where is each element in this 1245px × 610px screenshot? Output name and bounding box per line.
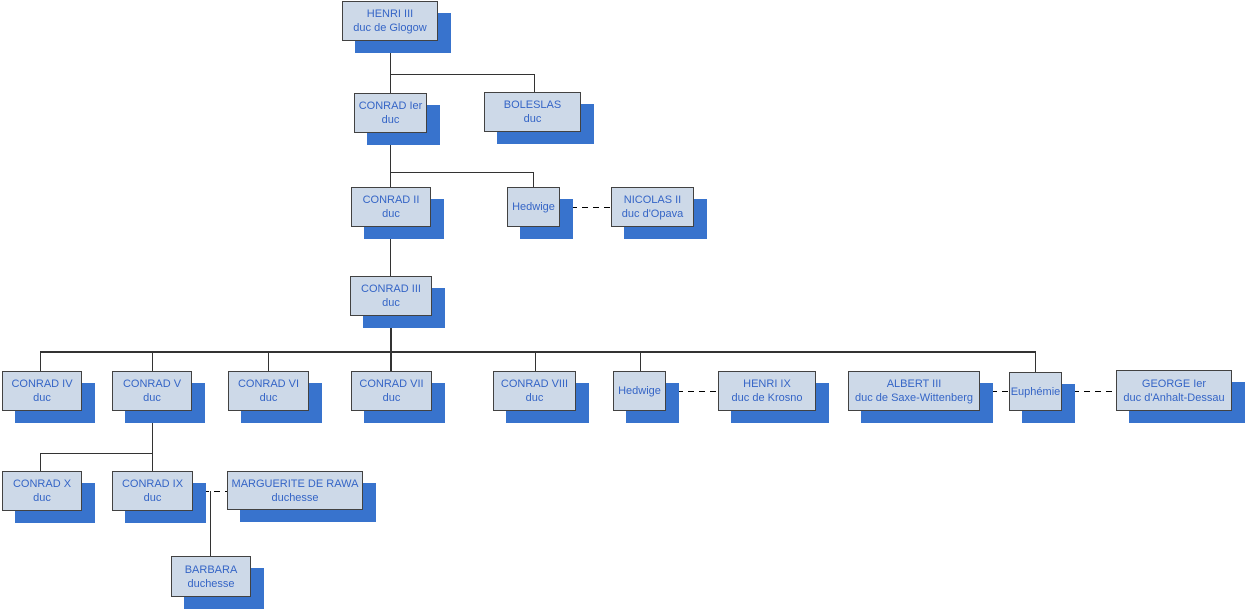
person-name: CONRAD III [361, 283, 421, 295]
person-name: ALBERT III [886, 378, 942, 390]
connector-line [390, 133, 391, 187]
node-conrad-iv[interactable]: CONRAD IV duc [2, 371, 82, 411]
connector-line [390, 41, 391, 93]
person-name: CONRAD VI [237, 378, 300, 390]
connector-line [40, 453, 153, 454]
connector-line [210, 491, 211, 556]
node-barbara[interactable]: BARBARA duchesse [171, 556, 251, 597]
person-name: CONRAD II [362, 194, 420, 206]
connector-line [40, 453, 41, 471]
person-title: duc de Saxe-Wittenberg [854, 392, 973, 404]
marriage-line [666, 391, 718, 392]
person-name: CONRAD V [122, 378, 182, 390]
connector-line [390, 227, 391, 276]
person-title: duc d'Anhalt-Dessau [1123, 391, 1225, 404]
node-hedwige-1[interactable]: Hedwige [507, 187, 560, 227]
person-title: duc [143, 392, 161, 404]
person-name: CONRAD IV [11, 378, 73, 390]
node-henri-ix[interactable]: HENRI IX duc de Krosno [718, 371, 816, 411]
person-title: duc de Krosno [731, 392, 803, 404]
person-title: duc [381, 114, 400, 126]
person-title: duc de Glogow [353, 22, 427, 34]
node-conrad-ier[interactable]: CONRAD Ier duc [354, 93, 427, 133]
connector-line [268, 353, 269, 371]
node-nicolas-ii[interactable]: NICOLAS II duc d'Opava [611, 187, 694, 227]
person-name: CONRAD VII [359, 378, 424, 390]
person-name: GEORGE Ier [1141, 377, 1207, 390]
node-conrad-vii[interactable]: CONRAD VII duc [351, 371, 432, 411]
connector-line [390, 316, 392, 372]
node-conrad-x[interactable]: CONRAD X duc [2, 471, 82, 511]
connector-line [1035, 353, 1036, 372]
person-title: duc [382, 297, 400, 309]
person-title: duc [259, 392, 278, 404]
connector-line [152, 453, 153, 471]
node-hedwige-2[interactable]: Hedwige [613, 371, 666, 411]
connector-line [390, 74, 535, 75]
person-title: duc [33, 392, 51, 404]
node-conrad-viii[interactable]: CONRAD VIII duc [493, 371, 576, 411]
person-title: duc [523, 113, 542, 125]
node-conrad-iii[interactable]: CONRAD III duc [350, 276, 432, 316]
person-name: BOLESLAS [503, 99, 562, 111]
connector-line [390, 172, 533, 173]
node-euphemie[interactable]: Euphémie [1009, 372, 1062, 411]
person-name: HENRI III [366, 8, 414, 20]
sibling-bus-line [40, 351, 1036, 353]
connector-line [640, 353, 641, 372]
node-conrad-ii[interactable]: CONRAD II duc [351, 187, 431, 227]
person-title: duchesse [187, 577, 235, 590]
person-title: duc [382, 208, 400, 220]
connector-line [40, 353, 41, 371]
person-title: duc [143, 492, 162, 504]
node-boleslas[interactable]: BOLESLAS duc [484, 92, 581, 132]
connector-line [533, 172, 534, 187]
person-title: duc [33, 492, 51, 504]
connector-line [152, 353, 153, 371]
node-conrad-ix[interactable]: CONRAD IX duc [112, 471, 193, 511]
node-conrad-vi[interactable]: CONRAD VI duc [228, 371, 309, 411]
marriage-line [560, 207, 611, 208]
person-title: duchesse [271, 491, 319, 504]
person-name: CONRAD IX [121, 478, 184, 490]
node-conrad-v[interactable]: CONRAD V duc [112, 371, 192, 411]
person-title: duc [382, 392, 401, 404]
person-name: Hedwige [512, 201, 555, 213]
person-name: CONRAD X [12, 478, 72, 490]
marriage-line [980, 391, 1009, 392]
person-name: MARGUERITE DE RAWA [231, 477, 359, 490]
person-name: CONRAD VIII [500, 378, 569, 390]
connector-line [535, 353, 536, 371]
connector-line [152, 411, 153, 453]
person-title: duc [525, 392, 544, 404]
person-title: duc d'Opava [621, 208, 684, 220]
node-george-ier[interactable]: GEORGE Ier duc d'Anhalt-Dessau [1116, 370, 1232, 411]
person-name: Hedwige [618, 385, 661, 397]
node-marguerite[interactable]: MARGUERITE DE RAWA duchesse [227, 471, 363, 510]
person-name: HENRI IX [743, 378, 791, 390]
person-name: BARBARA [184, 563, 238, 576]
marriage-line [192, 491, 227, 492]
node-henri-iii[interactable]: HENRI III duc de Glogow [342, 1, 438, 41]
person-name: CONRAD Ier [358, 100, 423, 112]
marriage-line [1062, 391, 1116, 392]
person-name: Euphémie [1010, 385, 1061, 398]
node-albert-iii[interactable]: ALBERT III duc de Saxe-Wittenberg [848, 371, 980, 411]
connector-line [534, 74, 535, 92]
person-name: NICOLAS II [623, 194, 682, 206]
